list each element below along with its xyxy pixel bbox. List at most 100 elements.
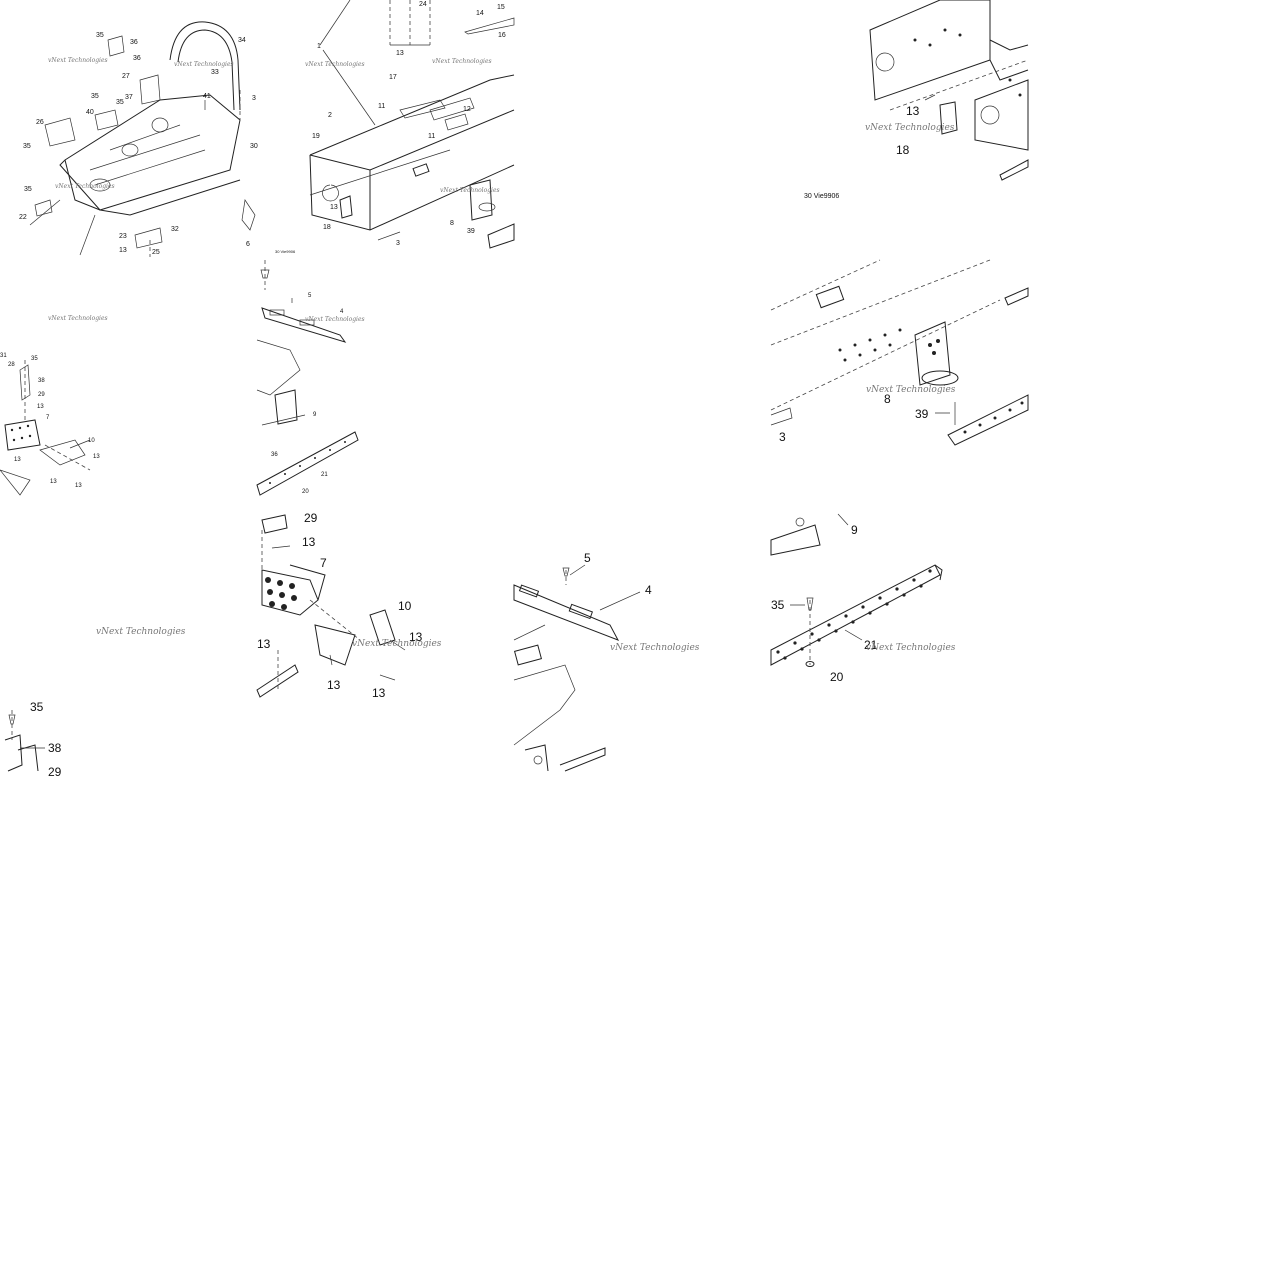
callout: 13	[396, 50, 404, 57]
callout: 7	[46, 415, 50, 421]
callout: 34	[238, 37, 246, 44]
callout: 8	[450, 220, 454, 227]
callout: 3	[396, 240, 400, 247]
callout: 8	[884, 392, 891, 406]
callout: 3	[779, 430, 786, 444]
callout: 36	[130, 39, 138, 46]
callout: 13	[257, 637, 271, 651]
callout: 18	[323, 224, 331, 231]
callout: 10	[398, 599, 412, 613]
watermark: vNext Technologies	[55, 183, 115, 190]
callout: 39	[467, 228, 475, 235]
callout: 9	[851, 523, 858, 537]
callout: 13	[75, 483, 82, 489]
callout: 32	[171, 226, 179, 233]
callout: 41	[203, 93, 211, 100]
callout: 29	[304, 511, 318, 525]
tile12-callouts: 9 35 21 20	[771, 523, 878, 684]
tile6-callouts: 5 4 9 36 21 20	[271, 293, 344, 495]
callout: 31	[0, 353, 7, 359]
tile-bracket-detail	[4, 710, 45, 772]
callout: 18	[896, 143, 910, 157]
callout: 13	[302, 535, 316, 549]
callout: 13	[330, 204, 338, 211]
callout: 16	[498, 32, 506, 39]
callout: 35	[24, 186, 32, 193]
figure-code: 30 Vie9906	[275, 249, 296, 254]
callout: 11	[428, 133, 435, 140]
callout: 35	[116, 99, 124, 106]
tile1-callouts: 35 36 34 36 27 33 35 37 41 3 35 40 26 35…	[19, 32, 258, 256]
callout: 11	[378, 103, 385, 110]
tile5-callouts: 31 28 35 38 29 13 7 10 13 13 13 13	[0, 353, 100, 489]
watermark: vNext Technologies	[440, 187, 500, 194]
callout: 21	[321, 472, 328, 478]
callout: 29	[38, 392, 45, 398]
callout: 38	[48, 741, 62, 755]
callout: 19	[312, 133, 320, 140]
watermark: vNext Technologies	[48, 57, 108, 64]
callout: 20	[302, 489, 309, 495]
callout: 13	[37, 404, 44, 410]
tile10-callouts: 29 13 7 10 13 13 13 13	[257, 511, 423, 700]
watermark: vNext Technologies	[305, 316, 365, 323]
callout: 12	[463, 106, 471, 113]
tile8-callouts: 8 39 3	[779, 392, 929, 444]
callout: 6	[246, 241, 250, 248]
callout: 30	[250, 143, 258, 150]
tile-front-plate-detail	[869, 0, 1029, 181]
callout: 33	[211, 69, 219, 76]
callout: 26	[36, 119, 44, 126]
callout: 3	[252, 95, 256, 102]
callout: 13	[327, 678, 341, 692]
tile-frame-overview	[29, 21, 256, 257]
tile9-callouts: 35 38 29	[30, 700, 62, 779]
callout: 5	[308, 293, 312, 299]
watermark: vNext Technologies	[866, 385, 956, 395]
tile-crossmember-detail	[513, 564, 641, 772]
callout: 17	[389, 74, 397, 81]
callout: 40	[86, 109, 94, 116]
tile-tunnel-side-detail	[770, 259, 1029, 446]
callout: 21	[864, 638, 878, 652]
tile-rear-bumper-overview	[0, 360, 91, 496]
callout: 15	[497, 4, 505, 11]
figure-code: 30 Vie9906	[804, 193, 839, 200]
callout: 36	[271, 452, 278, 458]
callout: 39	[915, 407, 929, 421]
callout: 13	[50, 479, 57, 485]
watermark: vNext Technologies	[174, 61, 234, 68]
watermark: vNext Technologies	[352, 639, 442, 649]
tile-tunnel-overview	[309, 0, 515, 249]
callout: 20	[830, 670, 844, 684]
tile-rear-bumper-detail	[256, 514, 406, 698]
callout: 13	[14, 457, 21, 463]
callout: 13	[119, 247, 127, 254]
tile-rail-parts	[256, 260, 359, 496]
callout: 37	[125, 94, 133, 101]
callout: 23	[119, 233, 127, 240]
callout: 38	[38, 378, 45, 384]
callout: 29	[48, 765, 62, 779]
tile4-callouts: 13 18	[896, 104, 920, 157]
callout: 35	[771, 598, 785, 612]
callout: 35	[23, 143, 31, 150]
watermark: vNext Technologies	[48, 315, 108, 322]
callout: 28	[8, 362, 15, 368]
watermark: vNext Technologies	[305, 61, 365, 68]
callout: 13	[372, 686, 386, 700]
watermark: vNext Technologies	[865, 123, 955, 133]
callout: 4	[645, 583, 652, 597]
callout: 35	[30, 700, 44, 714]
callout: 36	[133, 55, 141, 62]
callout: 9	[313, 412, 317, 418]
tile11-callouts: 5 4	[584, 551, 652, 597]
tile2-callouts: 24 14 15 16 1 13 17 11 12 2 11 19 13 18 …	[312, 1, 506, 247]
callout: 7	[320, 556, 327, 570]
callout: 27	[122, 73, 130, 80]
callout: 13	[906, 104, 920, 118]
callout: 14	[476, 10, 484, 17]
callout: 5	[584, 551, 591, 565]
callout: 4	[340, 309, 344, 315]
callout: 25	[152, 249, 160, 256]
